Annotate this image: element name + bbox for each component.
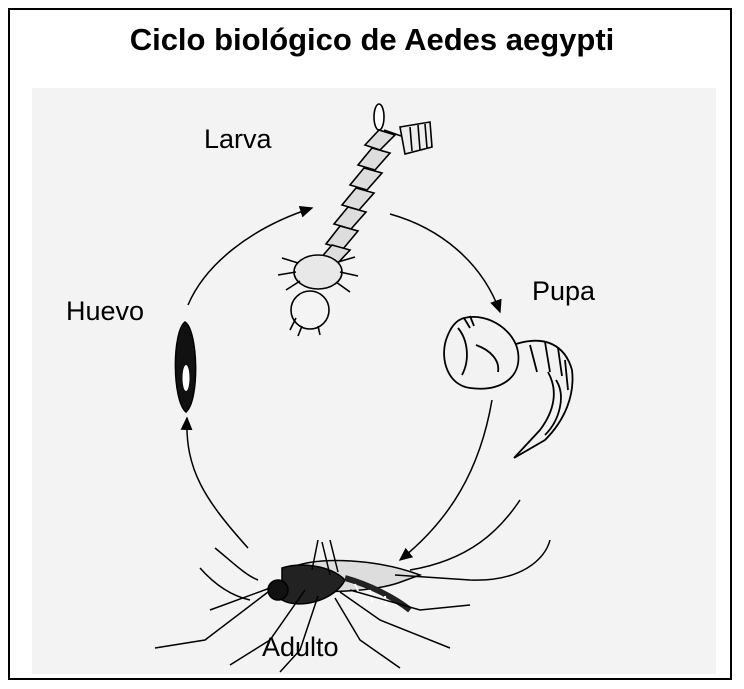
label-pupa: Pupa — [532, 276, 595, 307]
pupa-icon — [444, 316, 572, 458]
arrow-adult-to-egg — [187, 418, 248, 548]
label-adult: Adulto — [262, 632, 339, 663]
label-egg: Huevo — [66, 296, 144, 327]
adult-mosquito-icon — [155, 500, 550, 672]
arrow-egg-to-larva — [188, 208, 312, 305]
egg-icon — [175, 322, 195, 412]
arrow-larva-to-pupa — [390, 214, 500, 312]
label-larva: Larva — [204, 124, 272, 155]
arrow-pupa-to-adult — [400, 400, 492, 560]
